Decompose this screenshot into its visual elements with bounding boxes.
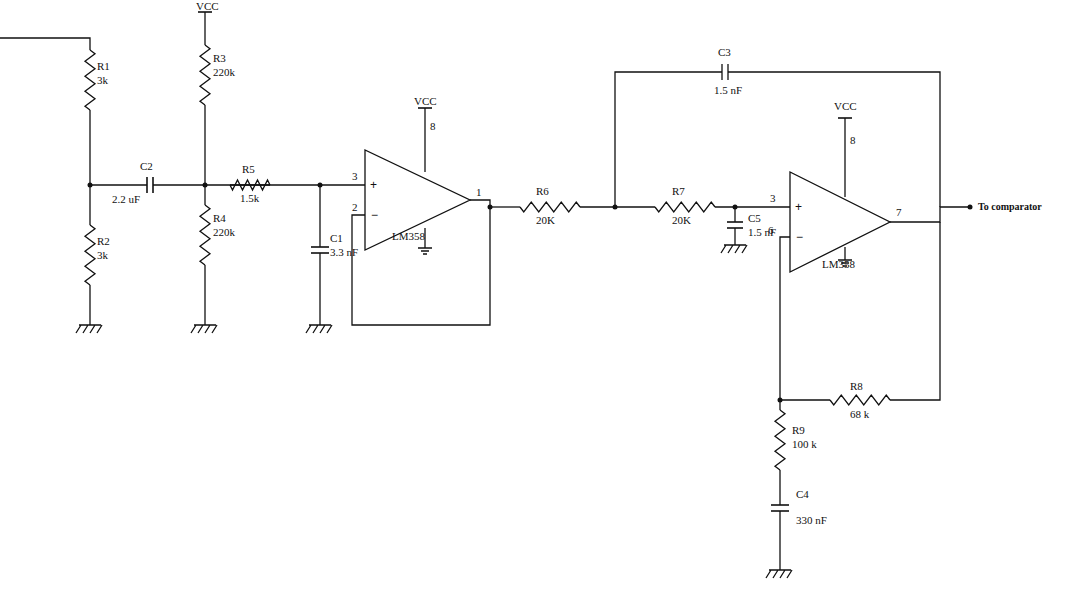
component-label: 20K <box>536 214 555 226</box>
component-label: 3 <box>352 170 358 182</box>
component-label: 8 <box>850 134 856 146</box>
component-label: R9 <box>792 424 805 436</box>
component-label: C3 <box>718 46 731 58</box>
signal-name: To comparator <box>978 201 1042 213</box>
component-label: VCC <box>414 95 437 107</box>
component-label: 20K <box>672 214 691 226</box>
component-label: VCC <box>834 100 857 112</box>
component-label: R6 <box>536 185 549 197</box>
resistor-symbol <box>775 410 785 470</box>
component-label: LM358 <box>392 230 425 242</box>
component-label: 6 <box>768 224 774 236</box>
component-label: 2 <box>352 201 358 213</box>
svg-text:−: − <box>371 208 378 222</box>
component-label: C5 <box>748 212 761 224</box>
component-label: 2.2 uF <box>112 193 140 205</box>
component-label: R4 <box>213 212 226 224</box>
svg-text:−: − <box>796 230 803 244</box>
component-label: LM358 <box>822 258 855 270</box>
component-label: C2 <box>140 160 153 172</box>
component-label: R7 <box>672 185 685 197</box>
component-label: VCC <box>196 0 219 12</box>
component-label: 7 <box>896 206 902 218</box>
resistor-symbol <box>200 45 210 105</box>
resistor-symbol <box>200 205 210 265</box>
component-label: 3k <box>97 249 108 261</box>
component-label: 330 nF <box>796 514 827 526</box>
component-label: 1 <box>476 186 482 198</box>
component-label: 1.5k <box>240 192 259 204</box>
ground-symbol <box>306 325 332 333</box>
resistor-symbol <box>830 395 890 405</box>
component-label: 3k <box>97 74 108 86</box>
svg-text:+: + <box>370 178 377 192</box>
resistor-symbol <box>655 202 715 212</box>
component-label: 3.3 nF <box>330 246 358 258</box>
svg-text:+: + <box>795 200 802 214</box>
ground-symbol <box>721 245 747 253</box>
ground-symbol <box>76 325 102 333</box>
component-label: C4 <box>796 488 809 500</box>
resistor-symbol <box>85 50 95 110</box>
component-label: 100 k <box>792 438 817 450</box>
component-label: 1.5 nF <box>714 84 742 96</box>
component-label: 220k <box>213 226 235 238</box>
component-label: R3 <box>213 52 226 64</box>
component-label: 220k <box>213 66 235 78</box>
component-label: 8 <box>430 120 436 132</box>
resistor-symbol <box>85 225 95 285</box>
component-label: 68 k <box>850 408 869 420</box>
component-label: C1 <box>330 232 343 244</box>
component-label: R2 <box>97 235 110 247</box>
component-label: R1 <box>97 60 110 72</box>
resistor-symbol <box>230 180 270 190</box>
resistor-symbol <box>520 202 580 212</box>
component-label: R8 <box>850 380 863 392</box>
component-label: R5 <box>242 163 255 175</box>
component-label: 3 <box>770 192 776 204</box>
ground-symbol <box>418 248 432 254</box>
ground-symbol <box>191 325 217 333</box>
ground-symbol <box>766 570 792 578</box>
